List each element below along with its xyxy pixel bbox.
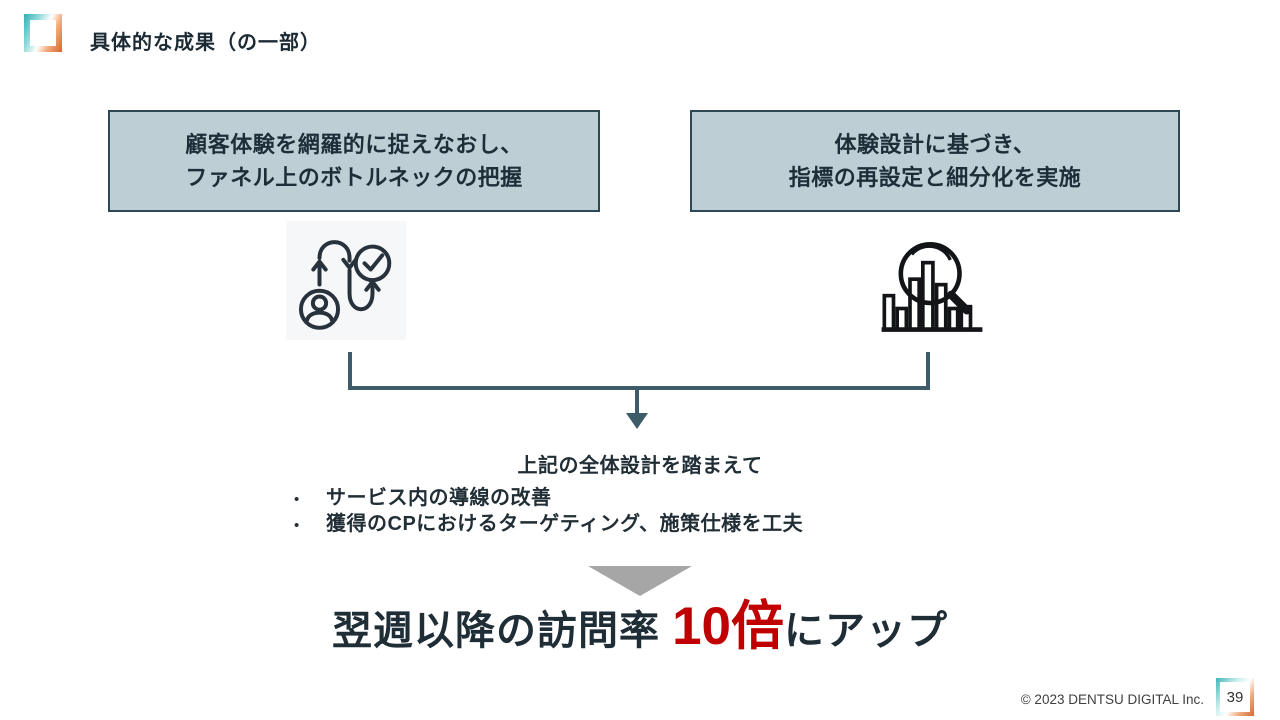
bullet-item: • 獲得のCPにおけるターゲティング、施策仕様を工夫 bbox=[290, 507, 1050, 535]
connector-left-vertical bbox=[348, 352, 352, 390]
step-box-right-line2: 指標の再設定と細分化を実施 bbox=[788, 165, 1082, 190]
summary-bullet-list: • サービス内の導線の改善 • 獲得のCPにおけるターゲティング、施策仕様を工夫 bbox=[290, 481, 1050, 535]
summary-heading: 上記の全体設計を踏まえて bbox=[517, 455, 763, 477]
connector-arrow-stem bbox=[635, 390, 639, 414]
connector-right-vertical bbox=[926, 352, 930, 390]
copyright-text: © 2023 DENTSU DIGITAL Inc. bbox=[1020, 692, 1204, 707]
step-box-right: 体験設計に基づき、 指標の再設定と細分化を実施 bbox=[690, 110, 1180, 212]
connector-horizontal-bar bbox=[348, 386, 930, 390]
dentsu-digital-logo bbox=[24, 14, 62, 52]
page-number: 39 bbox=[1220, 682, 1250, 712]
page-number-box: 39 bbox=[1216, 678, 1254, 716]
logo-inner-square bbox=[30, 20, 56, 46]
bullet-item: • サービス内の導線の改善 bbox=[290, 481, 1050, 509]
step-box-left: 顧客体験を網羅的に捉えなおし、 ファネル上のボトルネックの把握 bbox=[108, 110, 600, 212]
bullet-marker: • bbox=[294, 491, 300, 508]
result-suffix: にアップ bbox=[784, 609, 949, 653]
bullet-text: 獲得のCPにおけるターゲティング、施策仕様を工夫 bbox=[326, 513, 804, 535]
result-highlight: 10倍 bbox=[672, 597, 785, 656]
down-arrowhead-icon bbox=[626, 413, 648, 429]
step-box-left-line1: 顧客体験を網羅的に捉えなおし、 bbox=[185, 132, 523, 157]
bullet-text: サービス内の導線の改善 bbox=[326, 487, 552, 509]
result-prefix: 翌週以降の訪問率 bbox=[331, 609, 673, 653]
result-statement: 翌週以降の訪問率 10倍にアップ bbox=[0, 592, 1280, 662]
step-box-right-line1: 体験設計に基づき、 bbox=[834, 132, 1036, 157]
gray-down-arrow-icon bbox=[588, 566, 692, 596]
magnifier-bar-chart-icon bbox=[872, 224, 992, 338]
step-box-left-line2: ファネル上のボトルネックの把握 bbox=[185, 165, 523, 190]
customer-journey-icon bbox=[286, 221, 406, 340]
slide-title: 具体的な成果（の一部） bbox=[90, 32, 321, 54]
bullet-marker: • bbox=[294, 517, 300, 534]
